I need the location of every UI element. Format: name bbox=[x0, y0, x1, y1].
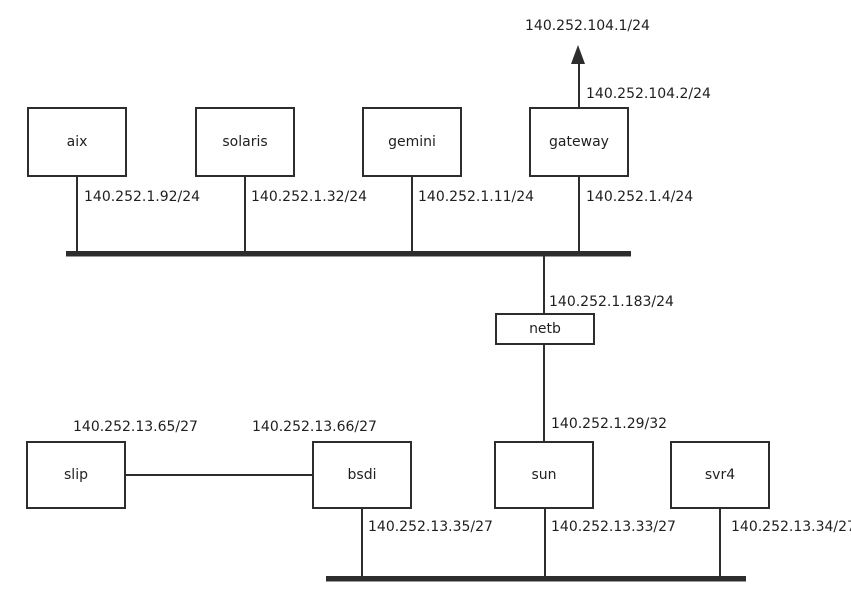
link-bsdi-lan bbox=[361, 509, 363, 577]
node-svr4-label: svr4 bbox=[704, 467, 736, 483]
node-netb-label: netb bbox=[529, 321, 561, 337]
ip-label-gemini: 140.252.1.11/24 bbox=[418, 189, 535, 205]
arrow-up-icon bbox=[571, 45, 585, 64]
link-gemini-lan bbox=[411, 177, 413, 253]
ip-label-sun-uplink: 140.252.1.29/32 bbox=[551, 416, 668, 432]
node-sun-label: sun bbox=[531, 467, 557, 483]
link-slip-bsdi bbox=[126, 474, 312, 476]
ip-label-bsdi-lan: 140.252.13.35/27 bbox=[368, 519, 493, 535]
ip-label-bsdi-link: 140.252.13.66/27 bbox=[252, 419, 377, 435]
ip-label-gateway-wan: 140.252.104.2/24 bbox=[586, 86, 711, 102]
node-aix: aix bbox=[27, 107, 127, 177]
ip-label-netb: 140.252.1.183/24 bbox=[549, 294, 674, 310]
link-aix-lan bbox=[76, 177, 78, 253]
ip-label-slip: 140.252.13.65/27 bbox=[73, 419, 198, 435]
node-slip: slip bbox=[26, 441, 126, 509]
node-aix-label: aix bbox=[66, 134, 88, 150]
link-solaris-lan bbox=[244, 177, 246, 253]
link-svr4-lan bbox=[719, 509, 721, 577]
ethernet-bus-top bbox=[66, 251, 631, 257]
node-gateway-label: gateway bbox=[549, 134, 609, 150]
link-sun-lan bbox=[544, 509, 546, 577]
node-solaris: solaris bbox=[195, 107, 295, 177]
node-bsdi: bsdi bbox=[312, 441, 412, 509]
ip-label-solaris: 140.252.1.32/24 bbox=[251, 189, 368, 205]
node-gateway: gateway bbox=[529, 107, 629, 177]
link-netb-lan bbox=[543, 256, 545, 313]
ip-label-aix: 140.252.1.92/24 bbox=[84, 189, 201, 205]
ethernet-bus-bottom bbox=[326, 576, 746, 582]
node-sun: sun bbox=[494, 441, 594, 509]
node-gemini-label: gemini bbox=[388, 134, 436, 150]
ip-label-svr4-lan: 140.252.13.34/27 bbox=[731, 519, 851, 535]
node-svr4: svr4 bbox=[670, 441, 770, 509]
node-slip-label: slip bbox=[64, 467, 88, 483]
node-solaris-label: solaris bbox=[222, 134, 268, 150]
link-netb-sun bbox=[543, 345, 545, 441]
link-gateway-lan bbox=[578, 177, 580, 253]
ip-label-external-uplink: 140.252.104.1/24 bbox=[525, 18, 650, 34]
ip-label-gateway: 140.252.1.4/24 bbox=[586, 189, 694, 205]
node-gemini: gemini bbox=[362, 107, 462, 177]
node-netb: netb bbox=[495, 313, 595, 345]
ip-label-sun-lan: 140.252.13.33/27 bbox=[551, 519, 676, 535]
node-bsdi-label: bsdi bbox=[347, 467, 377, 483]
link-gateway-uplink bbox=[578, 60, 580, 108]
